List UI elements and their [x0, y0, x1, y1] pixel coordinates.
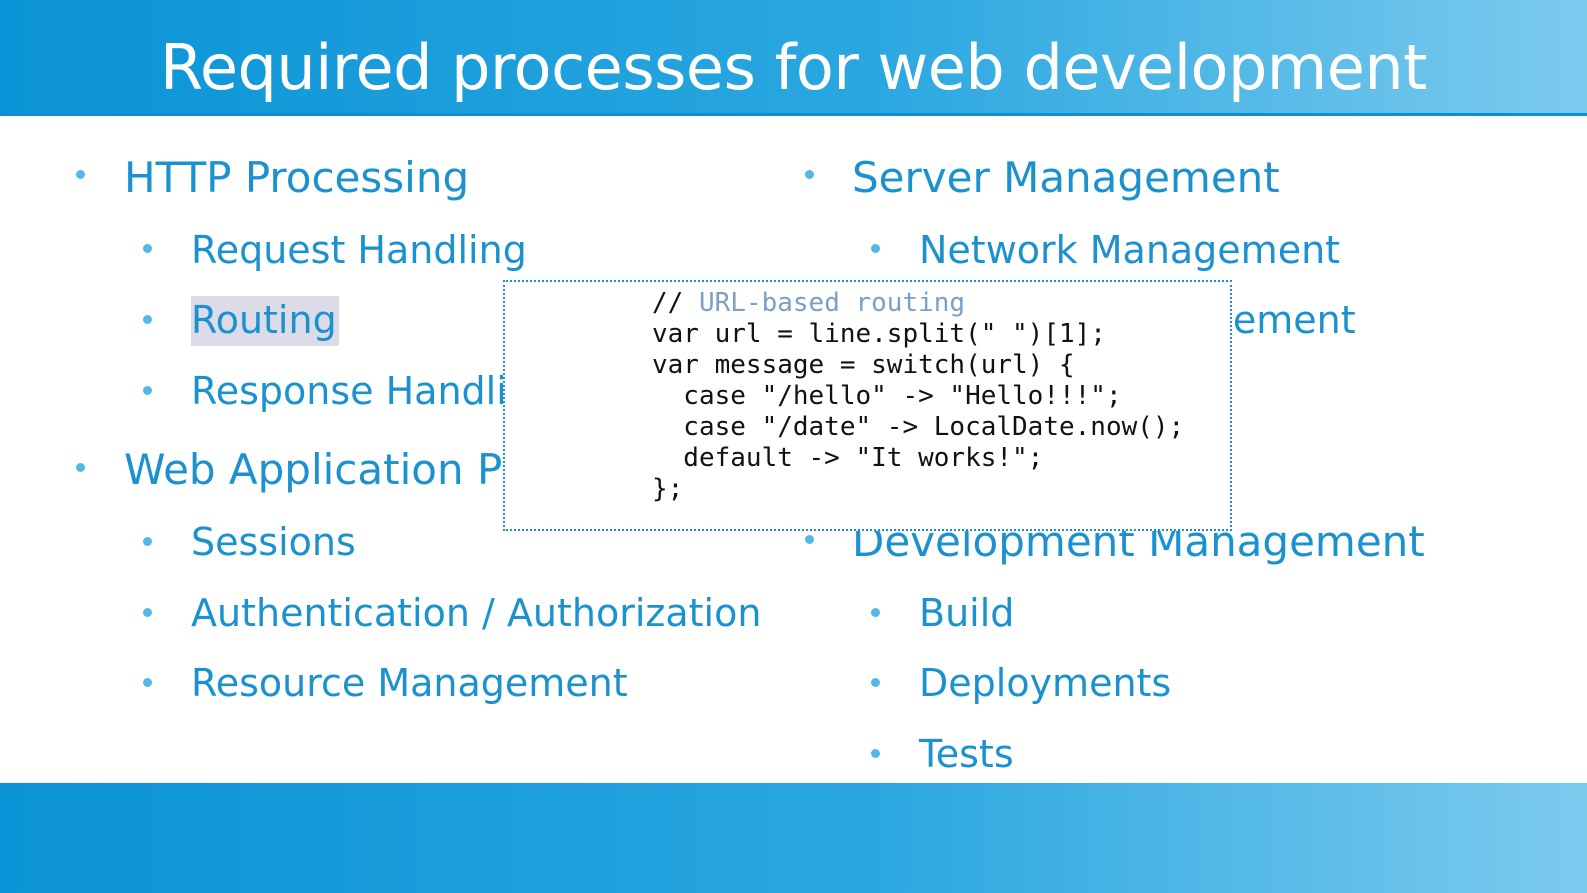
bullet-icon [871, 749, 880, 758]
header-divider [0, 113, 1587, 116]
code-popup: // URL-based routing var url = line.spli… [503, 280, 1232, 531]
list-item-resource-management: Resource Management [191, 661, 628, 705]
code-comment-prefix: // [652, 288, 699, 318]
slide-title: Required processes for web development [160, 31, 1427, 104]
bullet-icon [805, 535, 814, 544]
bullet-icon [143, 678, 152, 687]
list-heading-server-management: Server Management [852, 153, 1280, 202]
list-item-build: Build [919, 591, 1015, 635]
bullet-icon [871, 608, 880, 617]
bullet-icon [871, 244, 880, 253]
header-band [0, 0, 1587, 116]
bullet-icon [871, 678, 880, 687]
list-item-authentication-authorization: Authentication / Authorization [191, 591, 762, 635]
bullet-icon [143, 608, 152, 617]
list-item-deployments: Deployments [919, 661, 1172, 705]
code-comment: URL-based routing [698, 288, 966, 318]
bullet-icon [76, 170, 85, 179]
bullet-icon [143, 315, 152, 324]
code-line: default -> "It works!"; [652, 443, 1044, 473]
list-item-tests: Tests [919, 732, 1014, 776]
list-item-sessions: Sessions [191, 520, 356, 564]
code-block: // URL-based routing var url = line.spli… [652, 288, 1184, 505]
code-line: }; [652, 474, 684, 504]
list-item-routing: Routing [191, 294, 339, 346]
bullet-icon [805, 170, 814, 179]
bullet-icon [143, 537, 152, 546]
code-line: var message = switch(url) { [652, 350, 1075, 380]
bullet-icon [76, 463, 85, 472]
bullet-icon [143, 244, 152, 253]
footer-band [0, 783, 1587, 893]
bullet-icon [143, 386, 152, 395]
list-item-network-management: Network Management [919, 228, 1341, 272]
list-item-response-handling: Response Handling [191, 369, 555, 413]
highlighted-routing-text: Routing [191, 296, 339, 346]
code-line: var url = line.split(" ")[1]; [652, 319, 1106, 349]
list-item-request-handling: Request Handling [191, 228, 527, 272]
list-heading-http-processing: HTTP Processing [124, 153, 470, 202]
code-line: case "/hello" -> "Hello!!!"; [652, 381, 1122, 411]
code-line: case "/date" -> LocalDate.now(); [652, 412, 1185, 442]
